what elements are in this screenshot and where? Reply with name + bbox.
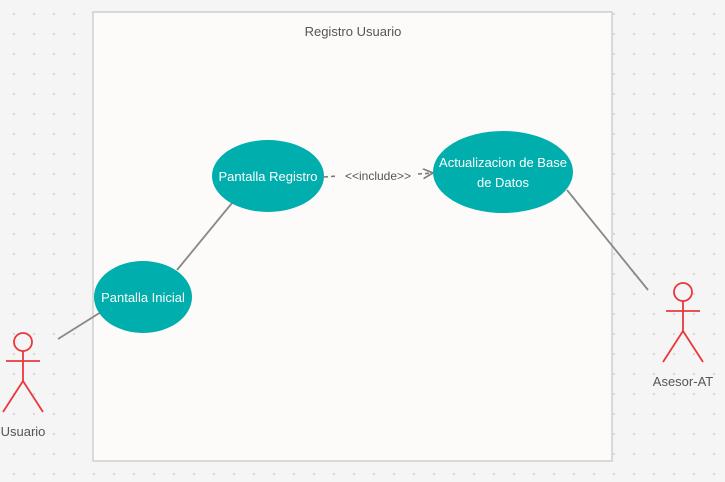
actor-asesor-at[interactable]: Asesor-AT	[653, 282, 713, 389]
use-case-pantalla-inicial[interactable]: Pantalla Inicial	[94, 261, 192, 333]
association-line-usuario-pantalla-inicial[interactable]	[57, 311, 102, 340]
include-arrow[interactable]	[417, 173, 433, 174]
system-boundary-title: Registro Usuario	[305, 24, 402, 39]
use-case-label-line-1: Actualizacion de Base	[439, 155, 567, 170]
use-case-label: Pantalla Registro	[219, 169, 318, 184]
system-boundary[interactable]: Registro Usuario	[92, 11, 613, 462]
include-label: <<include>>	[345, 169, 411, 183]
include-line-segment[interactable]	[323, 175, 339, 178]
actor-stick-figure-icon	[2, 332, 44, 413]
relationships: <<include>>	[57, 169, 649, 340]
use-case-label: Pantalla Inicial	[101, 290, 185, 305]
actor-stick-figure-icon	[662, 282, 704, 363]
actor-usuario[interactable]: Usuario	[1, 332, 46, 439]
use-case-ellipse[interactable]	[212, 140, 324, 212]
use-case-pantalla-registro[interactable]: Pantalla Registro	[212, 140, 324, 212]
use-case-ellipse[interactable]	[94, 261, 192, 333]
system-boundary-box[interactable]	[92, 11, 613, 462]
association-line-pantalla-inicial-pantalla-registro[interactable]	[176, 202, 233, 271]
actor-label: Asesor-AT	[653, 374, 713, 389]
use-case-label-line-2: de Datos	[477, 175, 530, 190]
use-case-ellipse[interactable]	[433, 131, 573, 213]
actor-label: Usuario	[1, 424, 46, 439]
use-case-actualizacion-base-datos[interactable]: Actualizacion de Base de Datos	[433, 131, 573, 213]
association-line-actualizacion-asesor[interactable]	[566, 189, 649, 291]
